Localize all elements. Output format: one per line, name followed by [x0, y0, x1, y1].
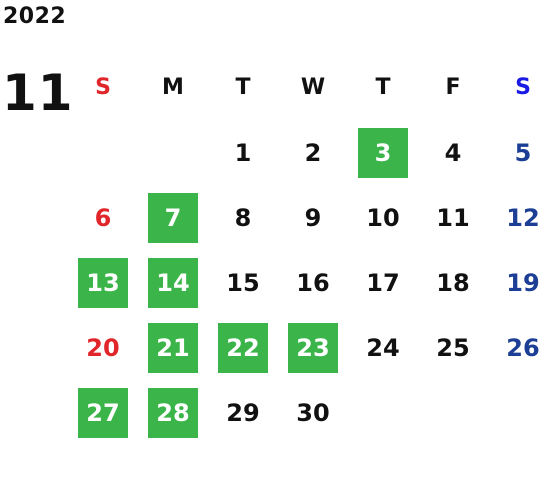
- day-cell[interactable]: 6: [94, 203, 112, 232]
- day-cell-highlighted[interactable]: 28: [138, 380, 208, 445]
- day-cell[interactable]: 18: [436, 268, 470, 297]
- day-cell-highlighted[interactable]: 27: [68, 380, 138, 445]
- day-cell[interactable]: 5: [514, 138, 532, 167]
- day-cell[interactable]: 4: [444, 138, 462, 167]
- day-cell[interactable]: [68, 120, 138, 185]
- weekday-header-tue: T: [235, 74, 251, 100]
- day-cell-highlighted[interactable]: 23: [278, 315, 348, 380]
- weekday-header-thu: T: [375, 74, 391, 100]
- day-cell-highlighted[interactable]: 7: [138, 185, 208, 250]
- day-cell[interactable]: 1: [234, 138, 252, 167]
- day-cell[interactable]: [138, 120, 208, 185]
- day-cell[interactable]: 2: [304, 138, 322, 167]
- day-cell: [418, 380, 488, 445]
- day-cell[interactable]: 19: [506, 268, 540, 297]
- day-cell[interactable]: 24: [366, 333, 400, 362]
- day-cell[interactable]: 26: [506, 333, 540, 362]
- weekday-header-sat: S: [515, 74, 531, 100]
- weekday-header-sun: S: [95, 74, 111, 100]
- day-cell[interactable]: 10: [366, 203, 400, 232]
- day-cell[interactable]: 30: [296, 398, 330, 427]
- calendar-grid: S M T W T F S 1 2 3 4 5 6 7 8 9 10 11 12…: [68, 55, 548, 445]
- day-cell[interactable]: 16: [296, 268, 330, 297]
- day-cell[interactable]: 11: [436, 203, 470, 232]
- day-cell: [348, 380, 418, 445]
- day-cell[interactable]: 29: [226, 398, 260, 427]
- day-cell[interactable]: 17: [366, 268, 400, 297]
- day-cell[interactable]: 12: [506, 203, 540, 232]
- day-cell: [488, 380, 548, 445]
- weekday-header-fri: F: [445, 74, 461, 100]
- weekday-header-mon: M: [162, 74, 184, 100]
- day-cell-highlighted[interactable]: 21: [138, 315, 208, 380]
- day-cell[interactable]: 9: [304, 203, 322, 232]
- weekday-header-wed: W: [300, 74, 326, 100]
- day-cell-highlighted[interactable]: 13: [68, 250, 138, 315]
- day-cell[interactable]: 25: [436, 333, 470, 362]
- day-cell[interactable]: 20: [86, 333, 120, 362]
- month-number: 11: [2, 64, 74, 122]
- year-label: 2022: [3, 4, 67, 29]
- day-cell-highlighted[interactable]: 14: [138, 250, 208, 315]
- day-cell[interactable]: 8: [234, 203, 252, 232]
- day-cell-highlighted[interactable]: 22: [208, 315, 278, 380]
- day-cell[interactable]: 15: [226, 268, 260, 297]
- day-cell-highlighted[interactable]: 3: [348, 120, 418, 185]
